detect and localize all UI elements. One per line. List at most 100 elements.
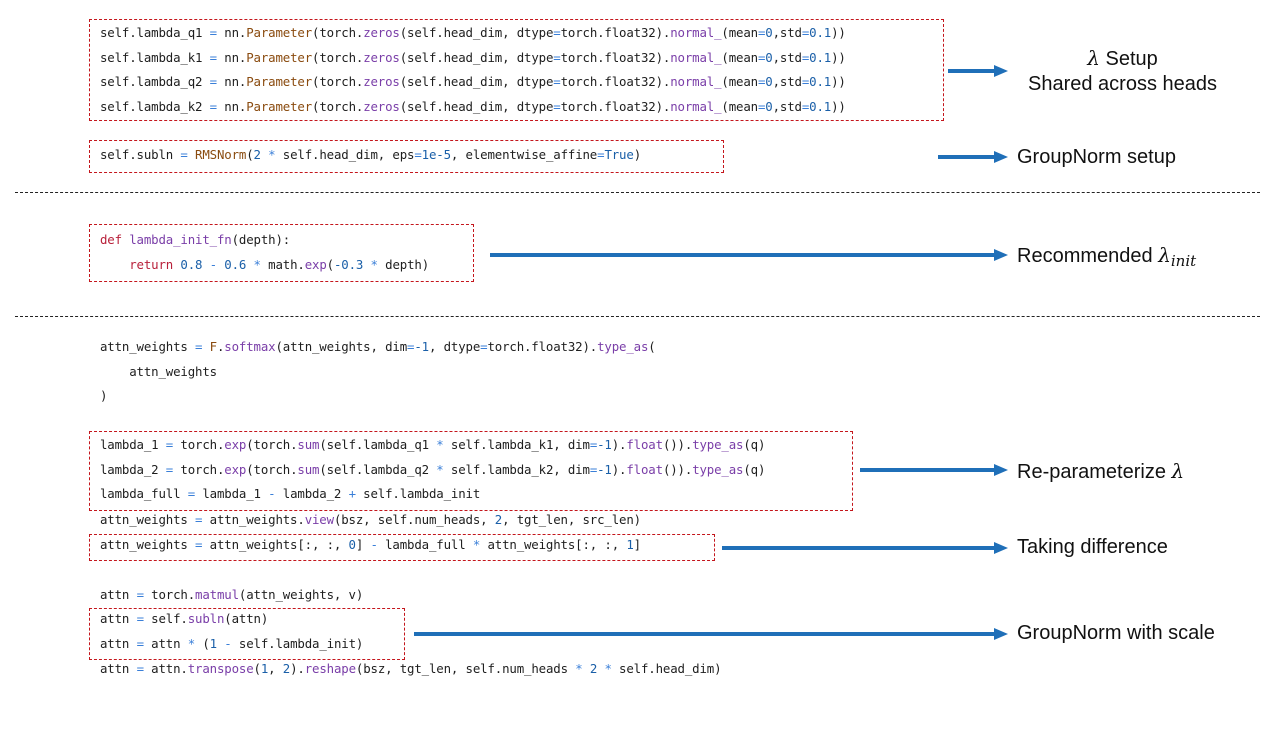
code-token-op: = <box>209 49 217 65</box>
code-token-op: - <box>268 486 276 502</box>
code-token-def: nn. <box>216 25 247 40</box>
code-token-def: self.lambda_k1 <box>100 49 210 65</box>
code-token-def: (self.head_dim, dtype <box>399 74 554 90</box>
code-token-num: 2 <box>253 147 261 162</box>
code-token-fn: exp <box>304 256 327 272</box>
code-token-def: nn. <box>216 74 247 90</box>
code-token-op: = <box>180 147 188 162</box>
code-block-softmax: attn_weights = F.softmax(attn_weights, d… <box>100 335 656 409</box>
code-token-def: self.lambda_init <box>355 486 481 502</box>
arrow-groupnorm-setup <box>938 151 1008 163</box>
lambda-symbol: λ <box>1158 243 1171 267</box>
code-token-fn: normal_ <box>670 49 722 65</box>
code-token-def: ) <box>100 388 108 404</box>
code-token-def: ( <box>648 339 656 354</box>
code-token-def: math. <box>260 256 305 272</box>
code-token-def <box>202 339 209 354</box>
code-token-def: (mean <box>721 74 758 90</box>
arrow-reparameterize <box>860 464 1008 476</box>
code-token-fn: reshape <box>304 661 356 676</box>
code-token-def: self.subln <box>100 147 181 162</box>
difference-box <box>89 534 715 561</box>
code-token-def: (torch. <box>312 49 364 65</box>
code-token-op: = <box>589 461 598 477</box>
code-token-op: = <box>553 49 561 65</box>
code-token-num: True <box>604 147 634 162</box>
code-token-def: torch. <box>173 461 225 477</box>
lambda-params-box <box>89 19 944 121</box>
code-token-op: = <box>757 99 766 115</box>
code-token-def: self.lambda_k1, dim <box>443 437 590 452</box>
code-line: attn = self.subln(attn) <box>100 607 363 632</box>
code-token-def: self.lambda_k2 <box>100 99 210 115</box>
code-line: attn_weights = attn_weights.view(bsz, se… <box>100 508 641 533</box>
code-token-def: ,std <box>772 25 802 40</box>
code-token-op: = <box>209 99 217 115</box>
code-token-def: attn_weights <box>100 537 196 552</box>
code-token-def: (self.lambda_q1 <box>319 437 437 452</box>
code-token-op: * <box>370 256 378 272</box>
code-token-op: = <box>136 587 144 602</box>
code-token-def: )) <box>831 49 846 65</box>
code-token-def: self.lambda_q2 <box>100 74 210 90</box>
code-token-def: attn_weights. <box>202 512 305 527</box>
code-token-op: = <box>801 99 810 115</box>
code-token-op: * <box>575 661 583 676</box>
code-token-fn: normal_ <box>670 99 722 115</box>
code-token-op: - <box>370 537 378 552</box>
code-token-op: + <box>348 486 356 502</box>
code-token-def: ( <box>253 661 261 676</box>
code-token-num: 0.8 <box>180 256 203 272</box>
code-token-def: (attn) <box>224 611 269 626</box>
annotation-recommended-lambda-init: Recommended λinit <box>1017 243 1197 270</box>
code-token-def: self.lambda_q1 <box>100 25 210 40</box>
code-line: attn_weights = attn_weights[:, :, 0] - l… <box>100 533 641 558</box>
code-token-op: = <box>801 49 810 65</box>
code-token-def: (torch. <box>246 437 298 452</box>
code-line: attn_weights = F.softmax(attn_weights, d… <box>100 335 656 360</box>
code-token-def: ). <box>611 437 627 452</box>
code-token-fn: zeros <box>363 25 400 40</box>
code-token-op: = <box>165 437 174 452</box>
lambda-init-box <box>89 224 474 282</box>
annotation-shared-across-heads: Shared across heads <box>1027 73 1217 95</box>
code-line: def lambda_init_fn(depth): <box>100 228 429 253</box>
code-token-op: = <box>553 74 561 90</box>
code-token-op: = <box>165 461 174 477</box>
code-token-def: ). <box>611 461 627 477</box>
code-block-reparam: lambda_1 = torch.exp(torch.sum(self.lamb… <box>100 433 765 507</box>
code-token-fn: view <box>304 512 334 527</box>
code-token-fn: type_as <box>692 437 744 452</box>
code-token-fn: type_as <box>692 461 744 477</box>
code-block-reshape: attn = attn.transpose(1, 2).reshape(bsz,… <box>100 657 722 682</box>
code-token-def <box>100 257 129 272</box>
code-token-def: self.head_dim, eps <box>275 147 415 162</box>
code-token-def: ( <box>195 635 210 651</box>
code-token-fn: float <box>626 437 663 452</box>
subln-setup-box <box>89 140 724 173</box>
code-token-op: = <box>407 339 415 354</box>
code-token-def: (torch. <box>246 461 298 477</box>
code-token-def: (mean <box>721 25 758 40</box>
code-token-def: ( <box>246 147 254 162</box>
code-token-op: * <box>472 537 481 552</box>
code-token-def: lambda_1 <box>195 486 269 502</box>
code-token-def: torch.float32). <box>560 99 671 115</box>
code-token-fn: normal_ <box>670 25 722 40</box>
annotation-reparameterize-lambda: Re-parameterize λ <box>1017 459 1185 483</box>
code-token-kw: def <box>100 232 122 247</box>
code-token-fn: lambda_init_fn <box>129 232 232 247</box>
code-token-num: 1 <box>260 661 269 676</box>
code-token-op: = <box>195 512 203 527</box>
code-token-def: attn <box>100 661 137 676</box>
code-token-def: torch.float32). <box>560 49 671 65</box>
code-token-fn: zeros <box>363 49 400 65</box>
code-token-def <box>202 257 209 272</box>
code-token-fn: matmul <box>195 587 239 602</box>
code-token-def: (self.head_dim, dtype <box>399 25 554 40</box>
code-line: self.lambda_q2 = nn.Parameter(torch.zero… <box>100 70 846 95</box>
code-line: lambda_full = lambda_1 - lambda_2 + self… <box>100 482 765 507</box>
code-token-num: -1 <box>597 461 612 477</box>
code-token-def: ()). <box>662 461 693 477</box>
code-token-op: = <box>589 437 598 452</box>
